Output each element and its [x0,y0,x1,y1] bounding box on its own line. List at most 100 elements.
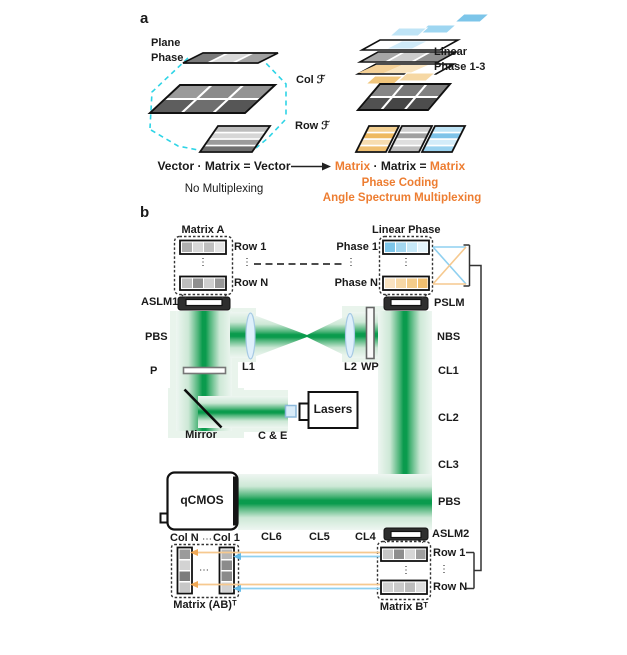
col-fourier-label: Col ℱ [296,74,326,86]
linear-phase-13-label: Linear Phase 1-3 [434,46,486,73]
output-matrix-blue [420,125,467,153]
matrix-b-row1-label: Row 1 [433,547,466,559]
laser-box [307,391,359,429]
phase1-label: Phase 1 [336,241,378,253]
link-vdots-left: ⋮ [242,257,252,268]
polarizer-label: P [150,365,158,377]
aslm1-device [177,296,231,311]
matrix-ab-colN [176,546,193,595]
matrix-b-box [376,540,432,601]
beam-converging-cone [254,315,307,357]
matrix-a-row1 [179,239,227,255]
input-matrix-right [355,83,453,111]
polarizer-p [182,366,227,375]
l1-label: L1 [242,361,255,373]
nbs-label: NBS [437,331,461,343]
linear-phase-strip-1 [358,39,462,51]
row-fourier-label: Row ℱ [295,120,330,132]
qcmos-label: qCMOS [180,493,224,507]
mirror-label: Mirror [185,429,217,441]
angle-spectrum-caption: Angle Spectrum Multiplexing [322,192,482,204]
waveplate-wp [365,306,375,360]
l2-label: L2 [344,361,357,373]
linear-phase-vdots: ⋮ [401,257,411,268]
blue-phase-piece [388,27,429,37]
col-hdots-header: ⋯ [202,534,212,545]
linear-phase-strip-3 [354,63,458,75]
linear-phase-title: Linear Phase [372,224,441,236]
linear-phase-rowN [382,275,430,291]
output-matrix-gray [387,125,434,153]
beam-diverging-cone [307,315,348,357]
right-equation-middle: · Matrix = [370,159,430,173]
lens-l2 [344,312,356,359]
aslm2-device [383,527,429,541]
aslm2-label: ASLM2 [432,528,470,540]
qcmos-camera [159,471,239,531]
output-matrix-orange [354,125,401,153]
plane-phase-label: Plane Phase [151,37,184,64]
feedback-connector-line [469,264,482,572]
orange-phase-piece [364,75,405,85]
orange-arrowhead [190,549,198,556]
bottom-bracket [466,551,475,590]
phase-crossing-lines [432,246,467,285]
pbs-left-label: PBS [145,331,168,343]
projection-dashed-line [149,57,189,129]
linear-phase-box [378,235,434,296]
left-equation: Vector · Matrix = Vector [157,159,291,173]
matrix-a-rowN-label: Row N [234,277,269,289]
cl4-label: CL4 [355,531,376,543]
orange-phase-piece [396,72,437,82]
blue-phase-piece [453,13,491,23]
top-bracket [463,244,471,287]
equation-arrow [291,162,331,171]
panel-a-label: a [140,10,149,27]
matrix-a-vdots: ⋮ [198,257,208,268]
beam-to-camera [238,474,432,530]
matrix-ab-hdots: ⋯ [199,565,209,576]
right-equation-matrix3: Matrix [429,159,466,173]
projection-dashed-line [150,129,199,151]
cl6-label: CL6 [261,531,282,543]
blue-arrowhead [233,553,241,560]
input-matrix [147,84,278,114]
matrix-b-vdots: ⋮ [401,565,411,576]
c-and-e-label: C & E [258,430,288,442]
linear-phase-strip-2 [356,51,460,63]
blue-arrowhead [233,585,241,592]
plane-phase-strip [182,52,279,64]
matrix-b-rowN [380,579,428,595]
fiber-coupler [284,404,297,418]
projection-dashed-line [259,56,287,116]
mirror [183,388,223,429]
matrix-b-bracket-vdots: ⋮ [439,564,449,575]
linear-phase-row1 [382,239,430,255]
matrix-a-title: Matrix A [181,224,225,236]
lasers-label: Lasers [313,402,353,416]
pslm-label: PSLM [434,297,465,309]
matrix-a-rowN [179,275,227,291]
matrix-ab-title: Matrix (AB)ᵀ [173,599,237,611]
aslm1-label: ASLM1 [141,296,179,308]
lens-l1 [245,312,256,360]
phaseN-label: Phase N [334,277,378,289]
link-vdots-right: ⋮ [346,257,356,268]
col1-label: Col 1 [213,532,240,544]
camera-sensor [233,476,238,526]
cl3-label: CL3 [438,459,459,471]
panel-a-right-stack [354,13,491,153]
colN-label: Col N [170,532,199,544]
no-multiplexing-caption: No Multiplexing [184,183,264,195]
cl1-label: CL1 [438,365,459,377]
cl2-label: CL2 [438,412,459,424]
orange-arrowhead [190,581,198,588]
pslm-device [383,296,429,311]
matrix-a-row1-label: Row 1 [234,241,267,253]
output-vector [198,125,272,153]
phase-coding-caption: Phase Coding [361,177,439,189]
wp-label: WP [361,361,379,373]
right-equation: Matrix · Matrix = Matrix [328,160,472,173]
